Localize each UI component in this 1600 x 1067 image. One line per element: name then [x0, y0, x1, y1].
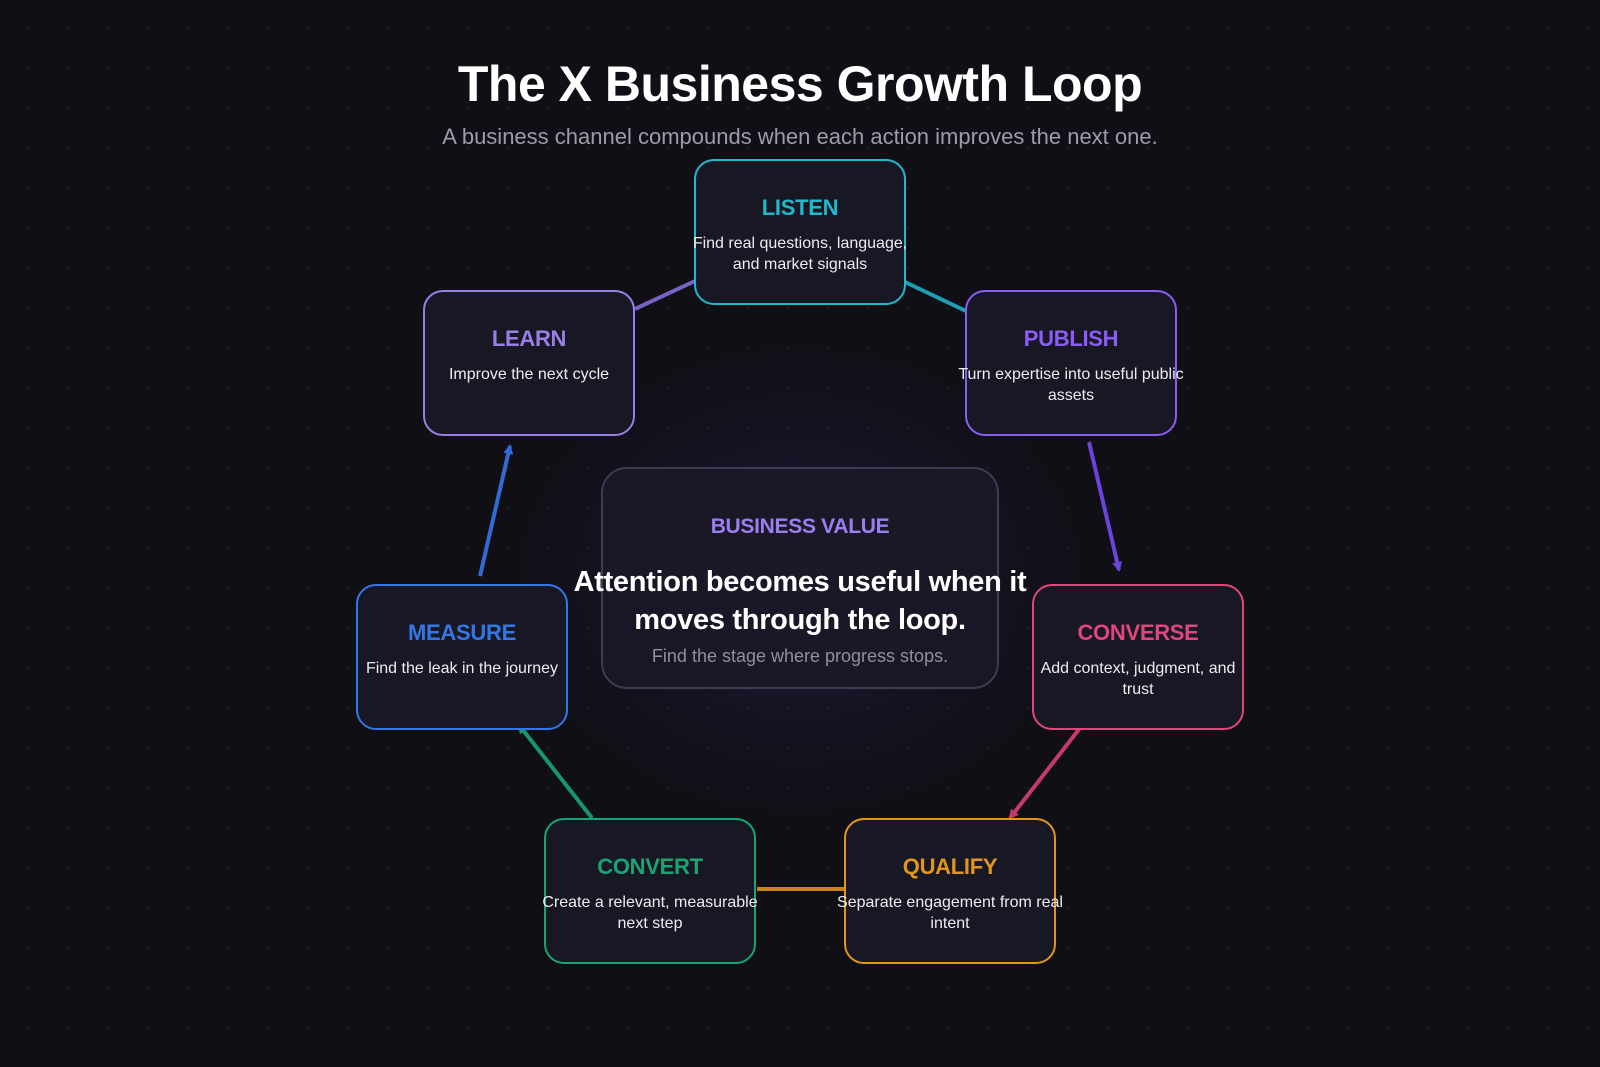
stage-listen-desc: Find real questions, language, and marke…	[692, 235, 908, 273]
stage-measure: MEASURE Find the leak in the journey	[356, 584, 568, 730]
business-value-label: BUSINESS VALUE	[710, 515, 890, 538]
stage-converse: CONVERSE Add context, judgment, and trus…	[1032, 584, 1244, 730]
diagram-subtitle: A business channel compounds when each a…	[442, 124, 1158, 149]
stage-publish-desc: Turn expertise into useful public assets	[958, 366, 1184, 404]
arrow-publish-converse	[1087, 441, 1123, 572]
stage-measure-title: MEASURE	[408, 620, 516, 645]
stage-qualify-desc: Separate engagement from real intent	[837, 894, 1063, 932]
arrow-convert-measure	[517, 723, 594, 820]
stage-measure-desc: Find the leak in the journey	[365, 660, 559, 677]
stage-qualify: QUALIFY Separate engagement from real in…	[837, 818, 1063, 964]
stage-learn: LEARN Improve the next cycle	[423, 290, 635, 436]
arrow-converse-qualify	[1008, 726, 1082, 820]
stage-converse-desc: Add context, judgment, and trust	[1040, 660, 1236, 698]
stage-learn-desc: Improve the next cycle	[448, 366, 610, 383]
stage-converse-title: CONVERSE	[1077, 620, 1199, 645]
arrow-measure-learn	[478, 444, 514, 577]
stage-publish-title: PUBLISH	[1023, 326, 1119, 351]
stage-convert: CONVERT Create a relevant, measurable ne…	[542, 818, 758, 964]
stage-qualify-title: QUALIFY	[902, 854, 998, 879]
stage-convert-title: CONVERT	[597, 854, 703, 879]
connector-learn-listen	[634, 279, 696, 311]
stage-listen: LISTEN Find real questions, language, an…	[693, 159, 907, 305]
stage-listen-title: LISTEN	[761, 195, 839, 220]
connector-listen-publish	[904, 280, 967, 313]
diagram-title: The X Business Growth Loop	[457, 56, 1143, 112]
stage-learn-title: LEARN	[491, 326, 567, 351]
business-value-note: Find the stage where progress stops.	[651, 646, 949, 666]
stage-publish: PUBLISH Turn expertise into useful publi…	[958, 290, 1184, 436]
stage-convert-desc: Create a relevant, measurable next step	[542, 894, 758, 932]
business-value-headline: Attention becomes useful when it moves t…	[573, 566, 1027, 636]
business-value-card: BUSINESS VALUE Attention becomes useful …	[574, 467, 1027, 689]
